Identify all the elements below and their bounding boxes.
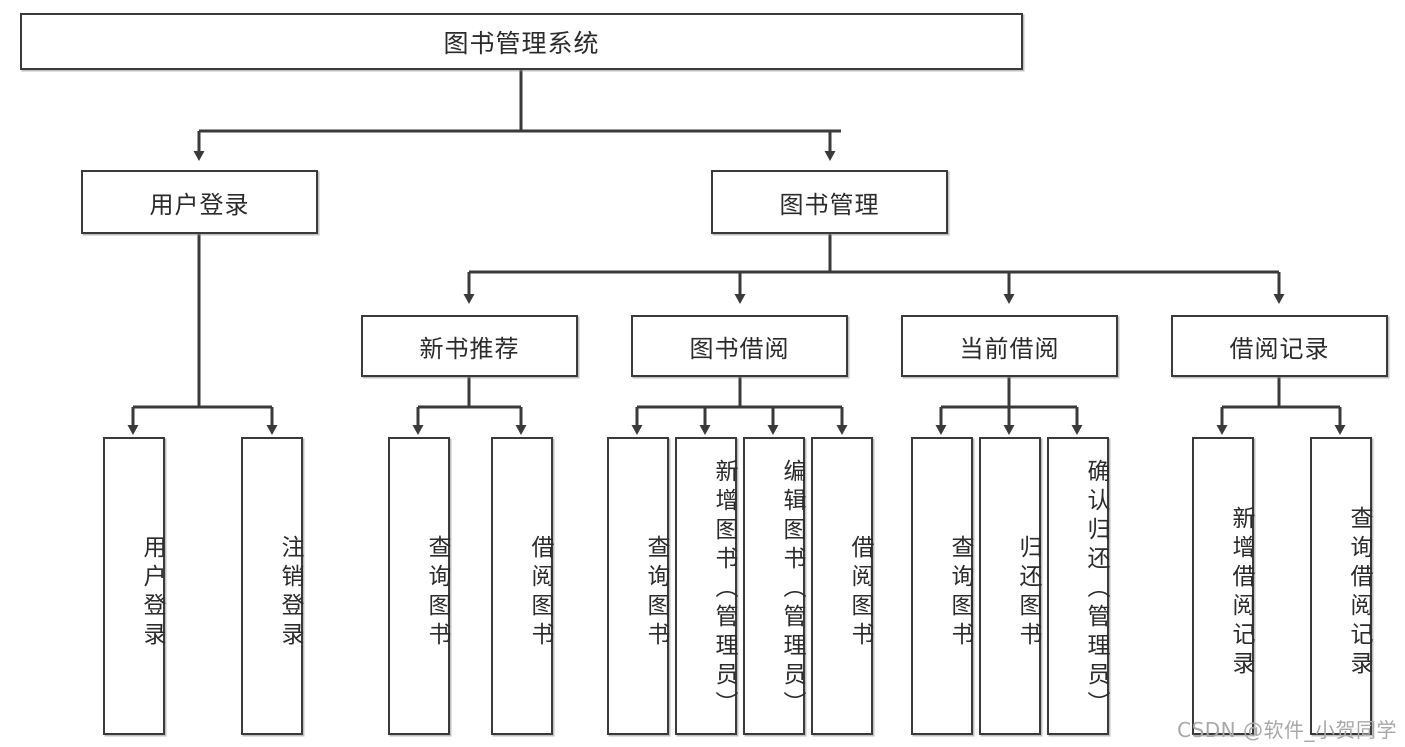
node-leaf-query-book-2-label: 查询图书: [643, 535, 669, 651]
node-book-borrow-label: 图书借阅: [689, 334, 790, 363]
node-leaf-add-record-label: 新增借阅记录: [1228, 506, 1254, 680]
node-borrow-record-label: 借阅记录: [1229, 334, 1330, 363]
node-new-book-rec-label: 新书推荐: [419, 334, 520, 363]
node-leaf-borrow-book-1[interactable]: 借阅图书: [491, 437, 553, 735]
node-leaf-query-book-3-label: 查询图书: [947, 535, 973, 651]
node-leaf-borrow-book-2[interactable]: 借阅图书: [811, 437, 873, 735]
node-leaf-add-record[interactable]: 新增借阅记录: [1192, 437, 1254, 735]
node-user-login[interactable]: 用户登录: [81, 170, 318, 234]
node-leaf-return-book-label: 归还图书: [1015, 535, 1041, 651]
node-current-borrow[interactable]: 当前借阅: [901, 315, 1118, 377]
node-leaf-query-book-2[interactable]: 查询图书: [607, 437, 669, 735]
node-leaf-user-login-label: 用户登录: [139, 535, 165, 651]
node-leaf-edit-book[interactable]: 编辑图书（管理员）: [743, 437, 805, 735]
node-leaf-return-book[interactable]: 归还图书: [979, 437, 1041, 735]
node-leaf-confirm-return-label: 确认归还（管理员）: [1083, 458, 1109, 720]
node-borrow-record[interactable]: 借阅记录: [1171, 315, 1388, 377]
node-book-borrow[interactable]: 图书借阅: [631, 315, 848, 377]
node-leaf-logout[interactable]: 注销登录: [241, 437, 303, 735]
node-leaf-query-record-label: 查询借阅记录: [1346, 506, 1372, 680]
node-leaf-add-book-label: 新增图书（管理员）: [711, 458, 737, 720]
node-leaf-edit-book-label: 编辑图书（管理员）: [779, 458, 805, 720]
node-leaf-add-book[interactable]: 新增图书（管理员）: [675, 437, 737, 735]
node-leaf-query-record[interactable]: 查询借阅记录: [1310, 437, 1372, 735]
node-leaf-logout-label: 注销登录: [277, 535, 303, 651]
node-leaf-borrow-book-2-label: 借阅图书: [847, 535, 873, 651]
watermark: CSDN @软件_小贺同学: [1177, 718, 1397, 742]
node-root[interactable]: 图书管理系统: [20, 13, 1023, 70]
node-root-label: 图书管理系统: [443, 28, 600, 58]
node-leaf-confirm-return[interactable]: 确认归还（管理员）: [1047, 437, 1109, 735]
node-leaf-borrow-book-1-label: 借阅图书: [527, 535, 553, 651]
node-leaf-user-login[interactable]: 用户登录: [103, 437, 165, 735]
node-new-book-rec[interactable]: 新书推荐: [361, 315, 578, 377]
node-leaf-query-book-1-label: 查询图书: [424, 535, 450, 651]
node-book-manage[interactable]: 图书管理: [711, 170, 948, 234]
node-current-borrow-label: 当前借阅: [959, 334, 1060, 363]
node-leaf-query-book-3[interactable]: 查询图书: [911, 437, 973, 735]
node-user-login-label: 用户登录: [149, 190, 250, 219]
node-leaf-query-book-1[interactable]: 查询图书: [388, 437, 450, 735]
node-book-manage-label: 图书管理: [779, 190, 880, 219]
